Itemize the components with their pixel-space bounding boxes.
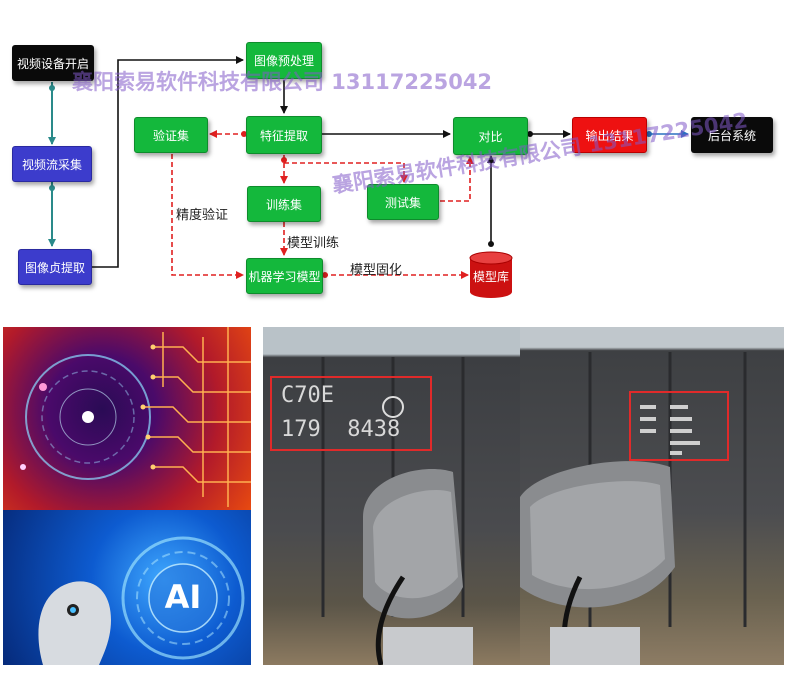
node-compare[interactable]: 对比 (453, 117, 528, 155)
node-test-set[interactable]: 测试集 (367, 184, 439, 220)
flow-connectors (48, 56, 689, 298)
node-label: 视频流采集 (21, 157, 82, 172)
edge-test-to-compare (440, 156, 474, 202)
photo-wagon-2 (520, 327, 784, 665)
edge-label-precision: 精度验证 (176, 208, 229, 223)
node-label: 视频设备开启 (16, 56, 89, 71)
node-frame-extract[interactable]: 图像贞提取 (18, 249, 92, 285)
node-output-result[interactable]: 输出结果 (572, 117, 647, 153)
edge-feature-to-test (284, 162, 408, 183)
edge-model-to-modeldb (322, 271, 469, 279)
edge-capture-to-frame (48, 182, 56, 247)
edge-label-training: 模型训练 (287, 236, 340, 251)
edge-device-to-capture (48, 82, 56, 145)
edge-validation-to-model (171, 154, 244, 279)
node-label: 验证集 (152, 128, 189, 143)
circuit-graphic (20, 327, 251, 507)
node-video-device-on[interactable]: 视频设备开启 (12, 45, 94, 81)
node-validation-set[interactable]: 验证集 (134, 117, 208, 153)
edge-label-solidify: 模型固化 (350, 263, 403, 278)
edge-compare-to-output (527, 130, 571, 138)
photo-circuit-panel (3, 327, 251, 510)
edge-output-to-backend (646, 130, 689, 138)
node-training-set[interactable]: 训练集 (247, 186, 321, 222)
edge-feature-to-validation (209, 130, 247, 138)
watermark-line-1: 襄阳索易软件科技有限公司 13117225042 (72, 70, 493, 94)
node-label: 图像预处理 (253, 54, 314, 68)
ai-graphic (38, 536, 245, 665)
node-label: 测试集 (384, 195, 421, 210)
node-preprocess[interactable]: 图像预处理 (246, 42, 322, 79)
modeldb-cylinder (469, 251, 513, 298)
node-video-capture[interactable]: 视频流采集 (12, 146, 92, 182)
edge-feature-to-training (280, 155, 288, 184)
wagon-1-graphic (270, 357, 473, 665)
wagon-1-code-top: C70E (281, 383, 334, 408)
node-label: 训练集 (265, 197, 302, 212)
photo-ai-panel: AI (3, 510, 251, 665)
edge-frame-to-preprocess (92, 56, 244, 268)
node-label: 后台系统 (707, 128, 756, 143)
node-model-db-label: 模型库 (472, 270, 509, 284)
node-feature-extract[interactable]: 特征提取 (246, 116, 322, 154)
edge-modeldb-to-compare (487, 155, 495, 247)
node-ml-model[interactable]: 机器学习模型 (246, 258, 323, 294)
node-label: 机器学习模型 (248, 269, 321, 284)
node-backend[interactable]: 后台系统 (691, 117, 773, 153)
node-label: 特征提取 (259, 128, 308, 143)
photo-wagon-1: C70E 179 8438 (263, 327, 520, 665)
wagon-1-code-bottom: 179 8438 (281, 417, 401, 442)
node-label: 图像贞提取 (24, 260, 85, 275)
wagon-2-graphic (520, 352, 747, 665)
node-label: 对比 (478, 129, 503, 144)
ai-badge-text: AI (164, 578, 202, 616)
node-label: 输出结果 (585, 128, 634, 143)
